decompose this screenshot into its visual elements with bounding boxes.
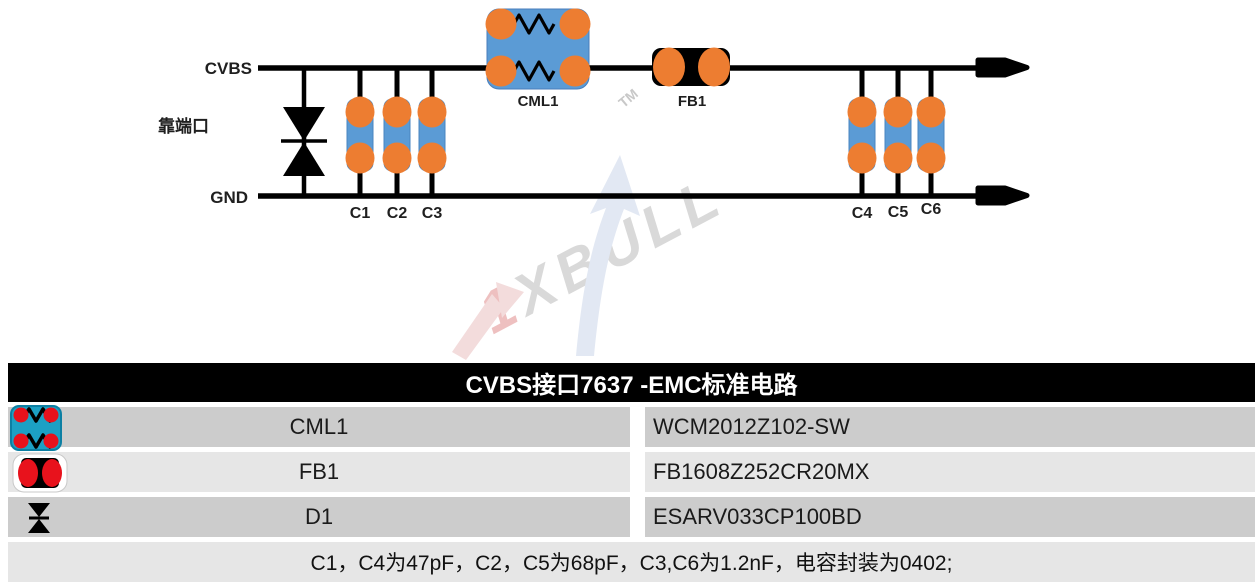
- ferrite-bead-icon: [12, 453, 68, 499]
- capacitor-c2: [382, 96, 412, 174]
- capacitor-c5-label: C5: [887, 204, 909, 221]
- tvs-diode-icon: [24, 501, 54, 541]
- table-row-d1: D1 ESARV033CP100BD: [8, 497, 1255, 537]
- ferrite-bead: [652, 47, 730, 87]
- top-connector-arrow: [975, 57, 1030, 78]
- emc-bom-table: CVBS接口7637 -EMC标准电路 CML1 WCM2012Z102-SW: [8, 363, 1255, 582]
- schematic-canvas: [258, 8, 1030, 360]
- ref-cell: CML1: [8, 405, 630, 451]
- part-number-cell: ESARV033CP100BD: [645, 497, 1255, 537]
- bottom-rail-label: GND: [210, 188, 248, 207]
- capacitor-c5: [883, 96, 913, 174]
- capacitor-c1: [345, 96, 375, 174]
- ref-cell: FB1: [8, 452, 630, 493]
- capacitor-c1-label: C1: [349, 205, 371, 222]
- connector-arrows: [975, 57, 1030, 206]
- capacitor-c6-label: C6: [920, 201, 942, 218]
- watermark-arrow: [452, 155, 640, 360]
- port-label: 靠端口: [158, 117, 209, 136]
- ref-designator: CML1: [289, 414, 349, 439]
- common-mode-choke-label: CML1: [517, 93, 559, 110]
- capacitor-c4-label: C4: [851, 205, 873, 222]
- table-row-cml1: CML1 WCM2012Z102-SW: [8, 405, 1255, 451]
- capacitor-c4: [847, 96, 877, 174]
- table-title: CVBS接口7637 -EMC标准电路: [8, 363, 1255, 402]
- part-number-cell: FB1608Z252CR20MX: [645, 452, 1255, 492]
- capacitor-c3: [417, 96, 447, 174]
- table-row-fb1: FB1 FB1608Z252CR20MX: [8, 452, 1255, 493]
- capacitor-c6: [916, 96, 946, 174]
- ref-designator: D1: [304, 504, 334, 529]
- capacitor-c2-label: C2: [386, 205, 408, 222]
- top-rail-label: CVBS: [204, 59, 252, 78]
- part-number-cell: WCM2012Z102-SW: [645, 407, 1255, 447]
- bottom-connector-arrow: [975, 185, 1030, 206]
- common-mode-choke: [485, 8, 591, 90]
- cvbs-emc-schematic: 1XBULL: [158, 8, 1030, 360]
- capacitor-values-note: C1，C4为47pF，C2，C5为68pF，C3,C6为1.2nF，电容封装为0…: [8, 542, 1255, 582]
- common-mode-choke-icon: [8, 404, 64, 458]
- ref-cell: D1: [8, 497, 630, 537]
- ferrite-bead-label: FB1: [677, 93, 707, 110]
- capacitor-c3-label: C3: [421, 205, 443, 222]
- tvs-diode: [281, 68, 327, 198]
- ref-designator: FB1: [298, 459, 340, 484]
- capacitors: [345, 96, 946, 174]
- capacitor-stems: [357, 68, 934, 196]
